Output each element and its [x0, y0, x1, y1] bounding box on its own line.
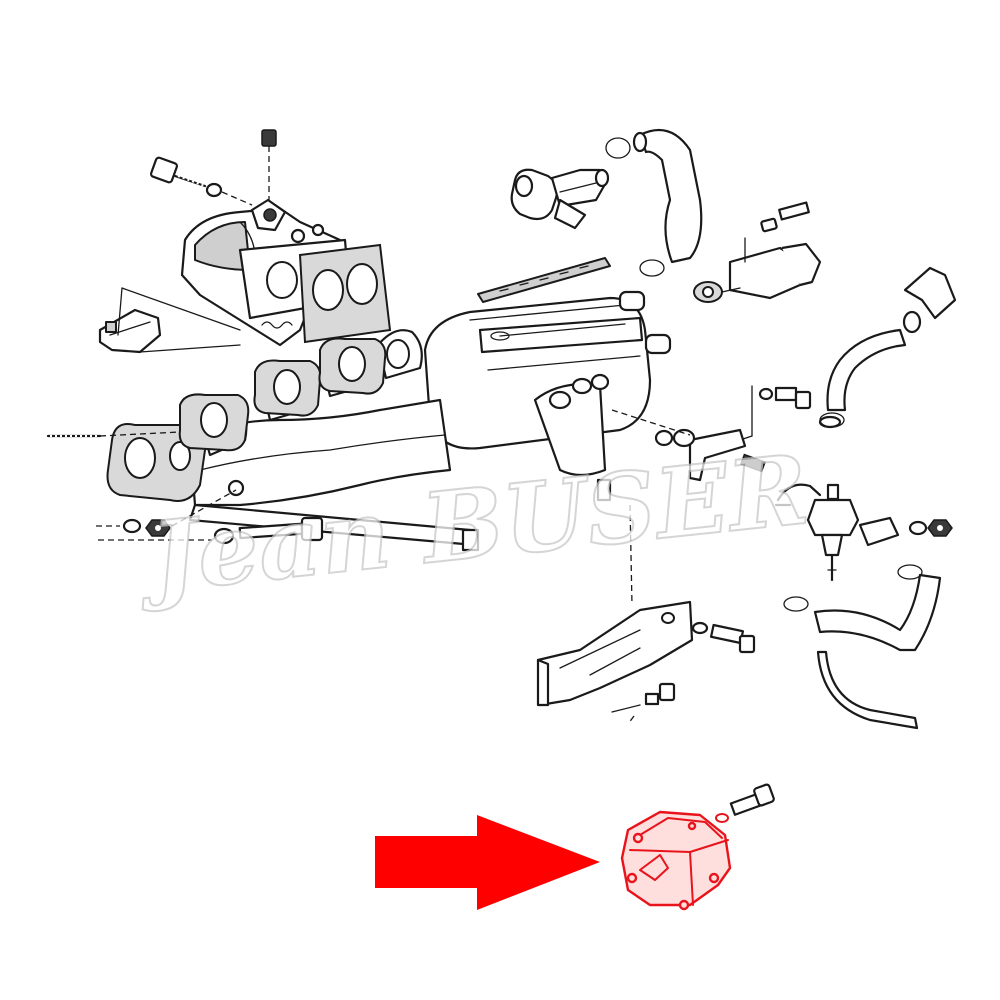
- manifold-gaskets: [178, 337, 387, 452]
- manifold-studs: [46, 431, 181, 438]
- throttle-body-gasket: [298, 243, 392, 344]
- manifold-nuts-washers: [96, 489, 324, 545]
- fuel-rail-bracket: [611, 409, 767, 482]
- throttle-switch: [98, 287, 241, 354]
- auxiliary-air-valve: [510, 168, 610, 230]
- support-bracket: [536, 504, 756, 725]
- throttle-body-nut: [261, 129, 277, 205]
- throttle-switch-icon: [620, 783, 775, 911]
- throttle-body-bolt: [149, 156, 253, 206]
- highlight-arrow-icon: [375, 815, 600, 910]
- hose-clamp: [774, 415, 842, 507]
- manifold-gasket-strip: [477, 257, 611, 303]
- right-bolts: [739, 385, 812, 441]
- hose-lower: [783, 564, 942, 730]
- idle-stabilizer-valve: [693, 201, 822, 303]
- fuel-pressure-regulator: [806, 483, 953, 582]
- hose-elbow: [819, 266, 957, 428]
- hose-upper: [605, 128, 703, 277]
